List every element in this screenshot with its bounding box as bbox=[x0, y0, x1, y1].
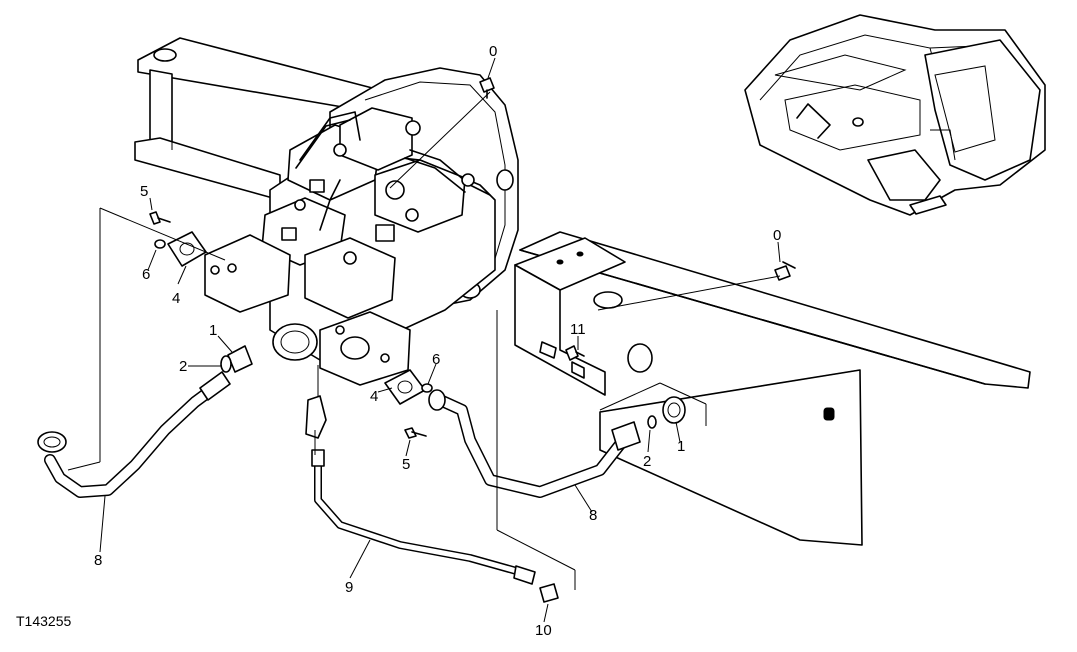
hose-left bbox=[37, 345, 253, 498]
callout-8-right: 8 bbox=[589, 507, 597, 524]
callout-5-mid: 5 bbox=[402, 456, 410, 473]
leader-lines bbox=[67, 57, 781, 623]
callout-9: 9 bbox=[345, 579, 353, 596]
callout-4-mid: 4 bbox=[370, 388, 378, 405]
callout-8-left: 8 bbox=[94, 552, 102, 569]
callout-0-right: 0 bbox=[773, 227, 781, 244]
callouts: 0 0 5 6 4 1 2 8 11 6 4 5 2 1 8 9 10 bbox=[94, 43, 781, 639]
callout-0-top: 0 bbox=[489, 43, 497, 60]
callout-1-right: 1 bbox=[677, 438, 685, 455]
figure-id: T143255 bbox=[16, 613, 71, 629]
callout-11: 11 bbox=[570, 321, 586, 338]
callout-6-left: 6 bbox=[142, 266, 150, 283]
left-flange bbox=[149, 211, 207, 267]
bolts bbox=[479, 77, 796, 429]
callout-5-left: 5 bbox=[140, 183, 148, 200]
callout-10: 10 bbox=[535, 622, 552, 639]
mount-bracket bbox=[514, 237, 653, 396]
hydraulic-pump bbox=[204, 67, 519, 439]
callout-6-mid: 6 bbox=[432, 351, 440, 368]
callout-4-left: 4 bbox=[172, 290, 180, 307]
left-frame-rail bbox=[134, 37, 381, 201]
callout-1-left: 1 bbox=[209, 322, 217, 339]
excavator-inset bbox=[744, 14, 1046, 216]
callout-2-right: 2 bbox=[643, 453, 651, 470]
middle-flange bbox=[384, 369, 433, 439]
hose-right bbox=[428, 389, 686, 498]
callout-2-left: 2 bbox=[179, 358, 187, 375]
